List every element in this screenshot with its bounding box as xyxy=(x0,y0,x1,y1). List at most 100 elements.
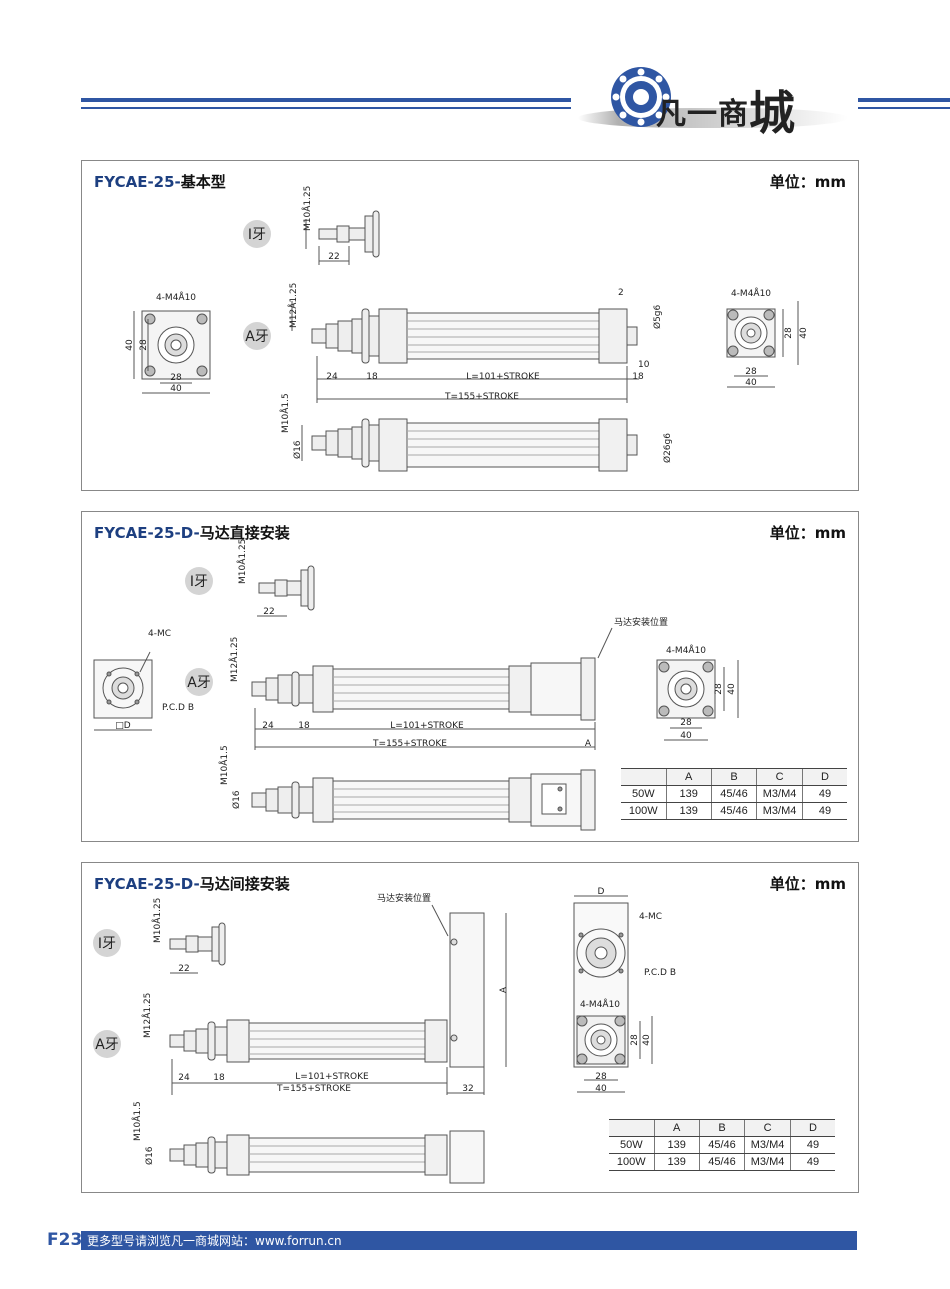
m12-label: M12Å1.25 xyxy=(287,283,299,328)
footer-text: 更多型号请浏览凡一商城网站：www.forrun.cn xyxy=(87,1234,342,1248)
pcd-label: P.C.D B xyxy=(644,968,676,978)
table-cell: M3/M4 xyxy=(744,1153,791,1171)
dim-40-b: 40 xyxy=(680,731,692,741)
dim-24: 24 xyxy=(178,1073,190,1083)
spec-table: A B C D 50W 139 45/46 M3/M4 49 100W 139 … xyxy=(621,768,847,820)
dim-28-right-b: 28 xyxy=(745,367,757,377)
drawing-direct: I牙 M10Å1.25 22 4-MC P.C.D B □D A牙 M12Å1.… xyxy=(93,539,739,831)
motor-pos-label: 马达安装位置 xyxy=(614,616,668,628)
dim-18-b: 18 xyxy=(632,372,644,382)
header-bar-left xyxy=(81,98,571,102)
dim-2: 2 xyxy=(618,288,624,298)
d5-label: Ø5g6 xyxy=(652,304,663,329)
l-label: L=101+STROKE xyxy=(295,1072,369,1082)
table-cell: 50W xyxy=(621,785,667,803)
dim-28: 28 xyxy=(630,1034,640,1046)
a-thread-label: A牙 xyxy=(245,329,269,345)
motor-pos-label: 马达安装位置 xyxy=(377,892,431,904)
logo-text: 凡一商城 xyxy=(656,86,796,140)
brand-logo: 凡一商城 xyxy=(578,60,858,140)
table-header-cell: C xyxy=(756,768,803,786)
dim-10: 10 xyxy=(638,360,650,370)
t-label: T=155+STROKE xyxy=(372,739,447,749)
unit-label: 单位：mm xyxy=(769,524,846,542)
table-header-cell xyxy=(621,768,667,786)
dim-22: 22 xyxy=(328,252,339,262)
dim-18: 18 xyxy=(213,1073,225,1083)
mc-label: 4-MC xyxy=(148,629,171,639)
table-cell: M3/M4 xyxy=(756,802,803,820)
footer-bar: 更多型号请浏览凡一商城网站：www.forrun.cn xyxy=(81,1231,857,1250)
table-cell: 139 xyxy=(665,802,712,820)
table-cell: 49 xyxy=(789,1153,835,1171)
m12-label: M12Å1.25 xyxy=(228,637,240,682)
dim-28-b: 28 xyxy=(680,718,692,728)
dim-40-left-b: 40 xyxy=(170,384,182,394)
dim-40-right-b: 40 xyxy=(745,378,757,388)
m4-label-right: 4-M4Å10 xyxy=(731,287,771,299)
page-number: F23 xyxy=(47,1230,83,1250)
header-bar-right-thin xyxy=(858,107,950,109)
dim-22: 22 xyxy=(263,607,274,617)
table-cell: 49 xyxy=(789,1136,835,1154)
t-label: T=155+STROKE xyxy=(444,392,519,402)
panel-title: FYCAE-25-D-马达直接安装 xyxy=(94,524,290,542)
i-thread-label: I牙 xyxy=(248,227,266,243)
panel-title: FYCAE-25-基本型 xyxy=(94,173,226,191)
m10-label: M10Å1.25 xyxy=(151,898,163,943)
table-row: 100W 139 45/46 M3/M4 49 xyxy=(609,1153,835,1171)
m10-label: M10Å1.25 xyxy=(301,186,313,231)
table-header-cell: B xyxy=(698,1119,745,1137)
m4-label: 4-M4Å10 xyxy=(666,644,706,656)
mc-label: 4-MC xyxy=(639,912,662,922)
table-header-cell: A xyxy=(665,768,712,786)
drawing-indirect: I牙 M10Å1.25 22 A牙 M12Å1.25 马达安装位置 A 24 1… xyxy=(93,887,676,1184)
d16-label: Ø16 xyxy=(144,1146,155,1165)
dim-28-left-b: 28 xyxy=(170,373,182,383)
table-row: 50W 139 45/46 M3/M4 49 xyxy=(609,1136,835,1154)
m10b-label: M10Å1.5 xyxy=(218,745,230,785)
header-bar-right xyxy=(858,98,950,102)
table-header-cell: C xyxy=(744,1119,791,1137)
panel-basic: FYCAE-25-基本型 单位：mm xyxy=(81,160,859,491)
table-cell: M3/M4 xyxy=(756,785,803,803)
d-label: D xyxy=(598,887,605,897)
table-cell: 45/46 xyxy=(698,1153,745,1171)
dim-18-a: 18 xyxy=(366,372,378,382)
spec-table: A B C D 50W 139 45/46 M3/M4 49 100W 139 … xyxy=(609,1119,835,1171)
dim-32: 32 xyxy=(462,1084,473,1094)
m10b-label: M10Å1.5 xyxy=(279,393,291,433)
a-thread-label: A牙 xyxy=(187,675,211,691)
table-header-cell xyxy=(609,1119,655,1137)
table-cell: 139 xyxy=(653,1153,700,1171)
bearing-icon xyxy=(611,67,671,127)
dim-22: 22 xyxy=(178,964,189,974)
d26-label: Ø26g6 xyxy=(662,433,673,463)
table-cell: 100W xyxy=(609,1153,655,1171)
table-cell: 45/46 xyxy=(698,1136,745,1154)
unit-label: 单位：mm xyxy=(769,875,846,893)
drawing-basic: I牙 M10Å1.25 22 4-M4Å10 40 28 28 40 A牙 M1… xyxy=(125,186,809,472)
a-dim-label: A xyxy=(499,986,509,993)
table-cell: 100W xyxy=(621,802,667,820)
unit-label: 单位：mm xyxy=(769,173,846,191)
m10-label: M10Å1.25 xyxy=(236,539,248,584)
dim-40: 40 xyxy=(727,683,737,695)
dim-24: 24 xyxy=(262,721,274,731)
dim-24: 24 xyxy=(326,372,338,382)
panel-direct-motor: FYCAE-25-D-马达直接安装 单位：mm xyxy=(81,511,859,842)
dim-28: 28 xyxy=(714,683,724,695)
header-bar-left-thin xyxy=(81,107,571,109)
dim-40: 40 xyxy=(642,1034,652,1046)
table-cell: 45/46 xyxy=(710,802,757,820)
table-cell: 45/46 xyxy=(710,785,757,803)
sq-d-label: □D xyxy=(115,721,131,731)
m4-label: 4-M4Å10 xyxy=(580,998,620,1010)
t-label: T=155+STROKE xyxy=(276,1084,351,1094)
d16-label: Ø16 xyxy=(231,790,242,809)
dim-18: 18 xyxy=(298,721,310,731)
table-cell: M3/M4 xyxy=(744,1136,791,1154)
dim-40-left: 40 xyxy=(125,339,135,351)
table-cell: 49 xyxy=(801,785,847,803)
dim-40-b: 40 xyxy=(595,1084,607,1094)
